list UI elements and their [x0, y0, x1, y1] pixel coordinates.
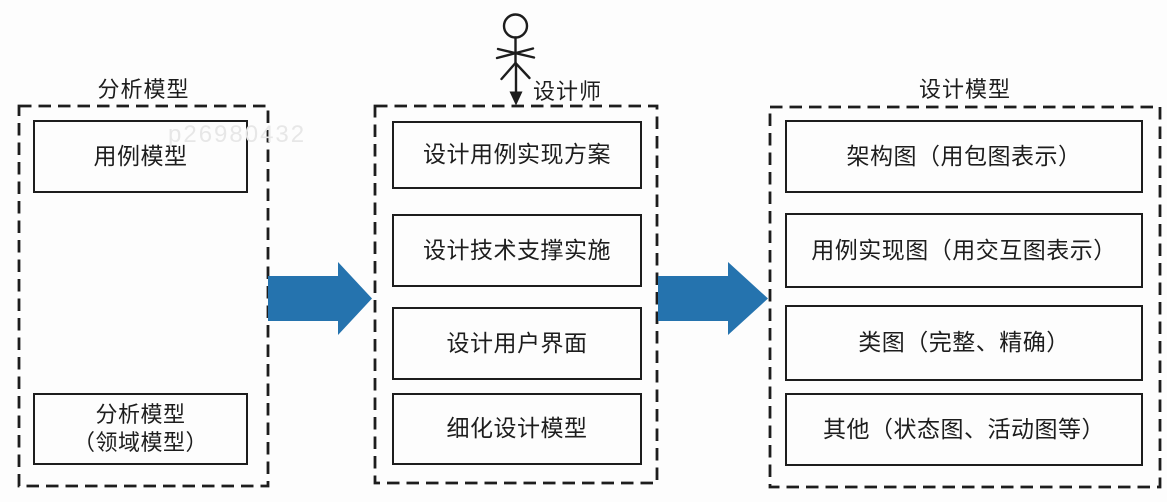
box-label: 设计用例实现方案 [423, 141, 611, 168]
box-label: 设计技术支撑实施 [423, 236, 611, 263]
actor-label: 设计师 [533, 79, 603, 104]
designer-activities-container-border [373, 104, 659, 485]
design-model-container-border [768, 105, 1162, 489]
actor-arrow-down-icon [509, 64, 523, 106]
box-label: 细化设计模型 [446, 415, 588, 442]
box-analysis-domain-model: 分析模型 （领域模型） [33, 393, 248, 465]
box-label: 分析模型 [95, 401, 186, 427]
box-label: 用例实现图（用交互图表示） [811, 236, 1117, 263]
box-label: 架构图（用包图表示） [846, 142, 1082, 169]
flow-arrow-left-to-middle-icon [268, 262, 372, 335]
box-refine-design-model: 细化设计模型 [392, 393, 642, 465]
box-label-line2: （领域模型） [72, 430, 208, 455]
column-title-analysis-model: 分析模型 [97, 77, 190, 102]
box-use-case-realization-diagram: 用例实现图（用交互图表示） [785, 213, 1143, 288]
box-use-case-model: 用例模型 [33, 120, 248, 193]
box-label: 其他（状态图、活动图等） [823, 415, 1105, 442]
box-design-user-interface: 设计用户界面 [392, 307, 642, 380]
box-design-use-case-realization: 设计用例实现方案 [392, 121, 642, 189]
box-class-diagram: 类图（完整、精确） [785, 305, 1143, 381]
column-title-design-model: 设计模型 [918, 77, 1011, 102]
actor-icon [495, 13, 536, 81]
box-other-diagrams: 其他（状态图、活动图等） [785, 393, 1143, 466]
box-label: 设计用户界面 [446, 329, 588, 356]
box-label: 类图（完整、精确） [858, 329, 1070, 356]
flow-arrow-middle-to-right-icon [658, 262, 768, 335]
box-label: 用例模型 [93, 142, 188, 169]
box-design-technical-support: 设计技术支撑实施 [392, 214, 642, 287]
box-architecture-diagram: 架构图（用包图表示） [785, 120, 1143, 193]
